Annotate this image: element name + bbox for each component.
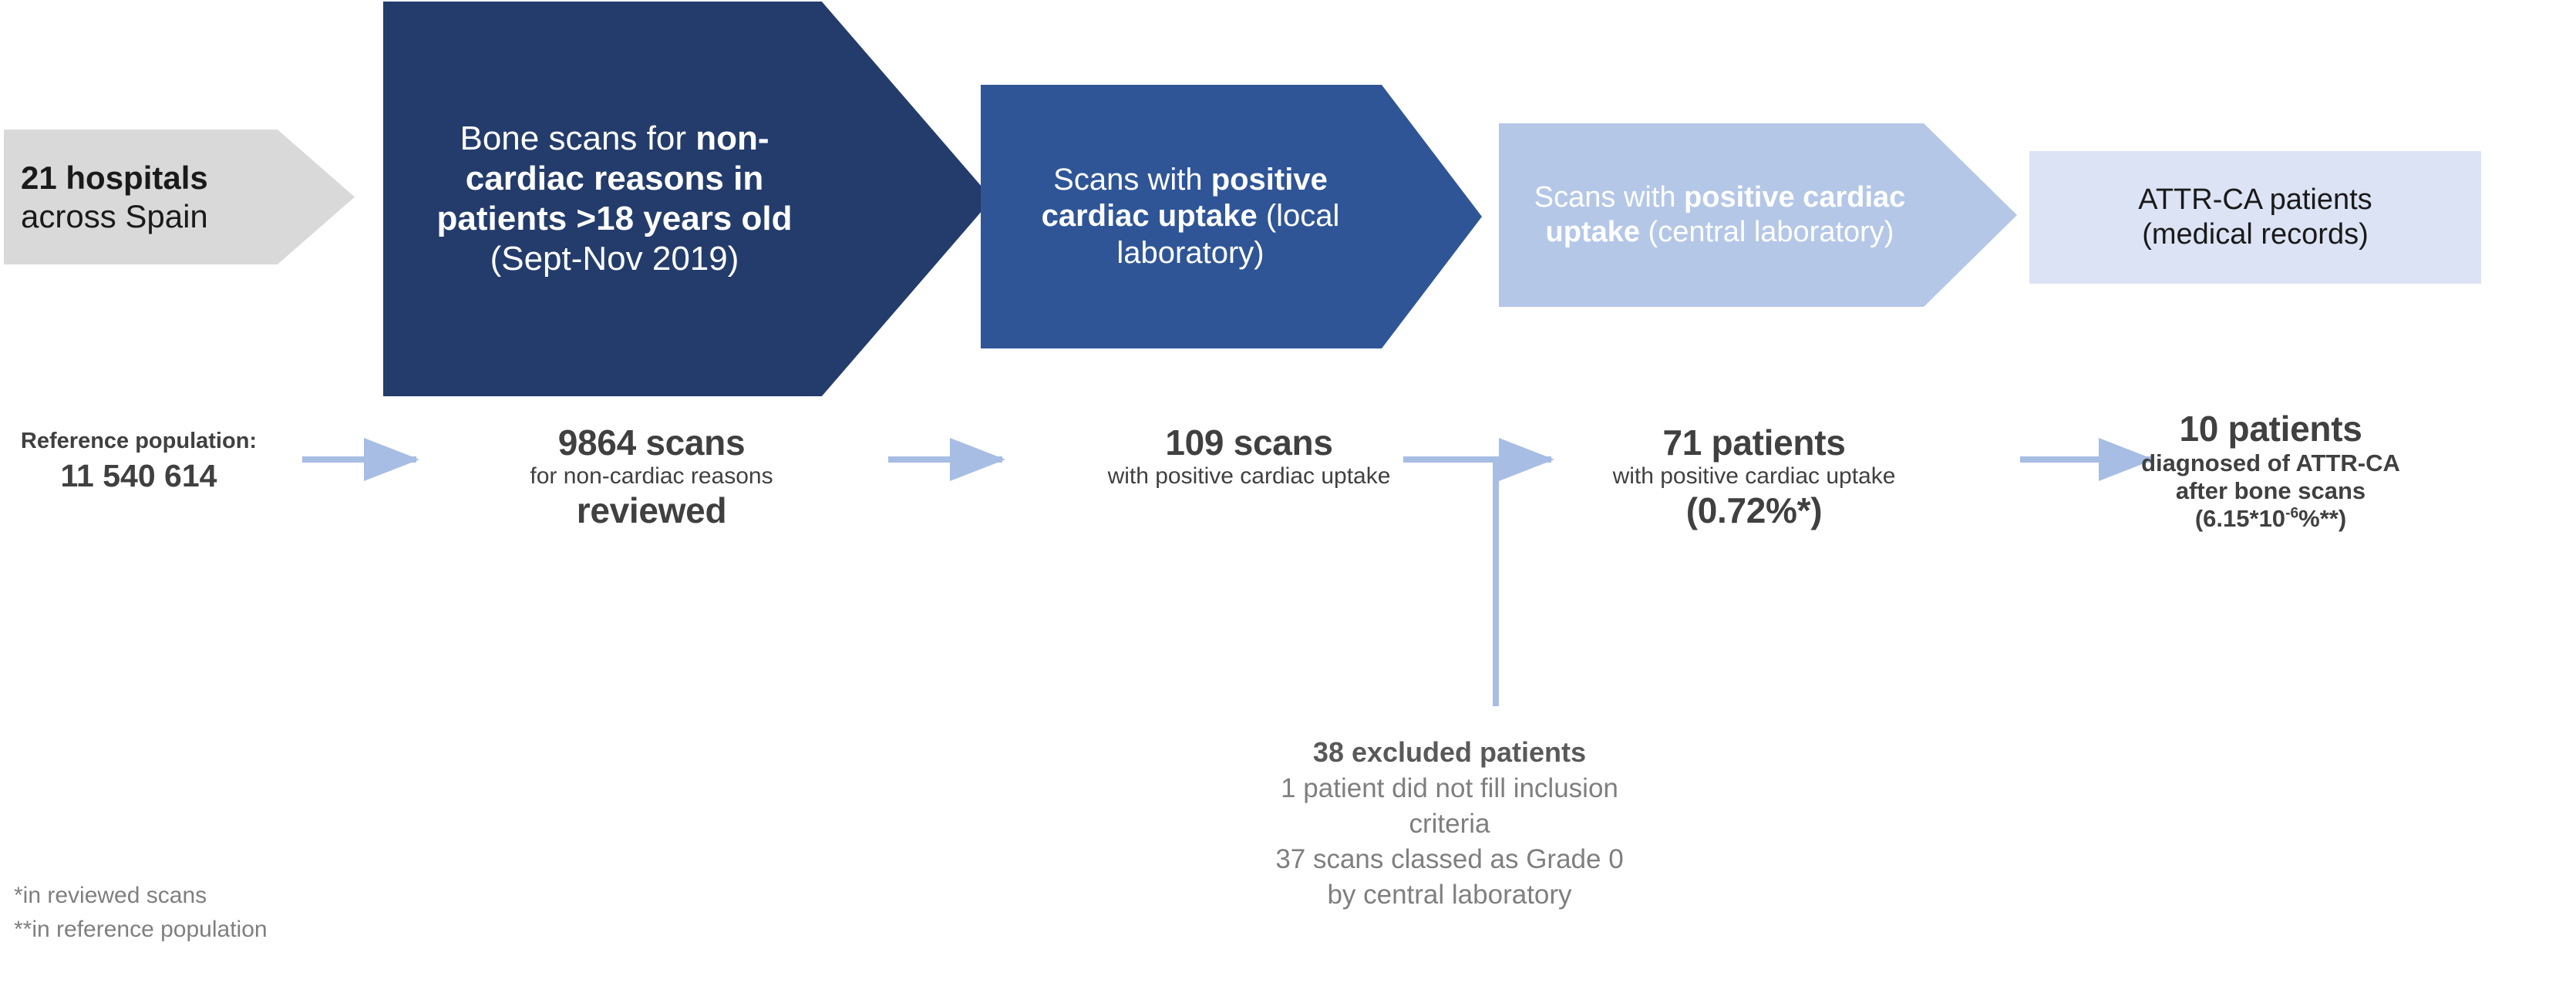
stage-central-scans-text-c: (central laboratory) bbox=[1640, 216, 1894, 248]
count-patients-diagnosed-value: 10 patients bbox=[2179, 409, 2362, 449]
stage-central-scans-text-a: Scans with bbox=[1534, 181, 1685, 214]
excluded-line-3: 37 scans classed as Grade 0 bbox=[1275, 843, 1624, 874]
diagnosed-percent-exponent: -6 bbox=[2285, 505, 2299, 522]
excluded-patients-block: 38 excluded patients 1 patient did not f… bbox=[1079, 734, 1820, 913]
count-scans-reviewed-line2: for non-cardiac reasons bbox=[530, 463, 773, 490]
excluded-line-2: criteria bbox=[1409, 808, 1490, 839]
stage-bone-scans-text-c: (Sept-Nov 2019) bbox=[490, 239, 739, 278]
count-scans-reviewed-line3: reviewed bbox=[576, 490, 727, 531]
stage-hospitals: 21 hospitals across Spain bbox=[4, 130, 355, 264]
count-scans-positive-line2: with positive cardiac uptake bbox=[1107, 463, 1391, 490]
stage-central-scans-text-b: positive cardiac uptake bbox=[1545, 181, 1906, 248]
stage-local-scans-text-a: Scans with bbox=[1053, 163, 1211, 197]
count-scans-reviewed-value: 9864 scans bbox=[557, 422, 746, 463]
count-reference-label: Reference population: bbox=[20, 429, 258, 453]
count-reference-population: Reference population: 11 540 614 bbox=[15, 428, 262, 495]
footnote-single-asterisk: *in reviewed scans bbox=[14, 883, 207, 908]
count-patients-diagnosed-line3: after bone scans bbox=[2175, 477, 2366, 505]
count-patients-diagnosed-line4: (6.15*10-6%**) bbox=[2036, 505, 2506, 533]
stage-local-scans-text-c: (local laboratory) bbox=[1116, 199, 1340, 270]
count-patients-positive: 71 patients with positive cardiac uptake… bbox=[1523, 422, 1985, 532]
count-scans-reviewed: 9864 scans for non-cardiac reasons revie… bbox=[443, 422, 860, 532]
stage-hospitals-line1: 21 hospitals bbox=[21, 159, 208, 196]
stage-bone-scans-text-a: Bone scans for bbox=[460, 119, 696, 158]
stage-hospitals-line2: across Spain bbox=[21, 197, 208, 234]
count-scans-positive-value: 109 scans bbox=[1165, 422, 1333, 463]
stage-local-scans-text-b: positive cardiac uptake bbox=[1041, 163, 1328, 234]
count-patients-positive-value: 71 patients bbox=[1662, 422, 1846, 463]
excluded-line-1: 1 patient did not fill inclusion bbox=[1281, 772, 1618, 803]
stage-attr-ca-line2: (medical records) bbox=[2142, 218, 2369, 251]
stage-attr-ca-line1: ATTR-CA patients bbox=[2138, 183, 2372, 217]
stage-central-scans: Scans with positive cardiac uptake (cent… bbox=[1499, 123, 2017, 307]
diagnosed-percent-prefix: (6.15*10 bbox=[2194, 505, 2286, 533]
stage-attr-ca: ATTR-CA patients (medical records) bbox=[2029, 151, 2481, 284]
stage-local-scans: Scans with positive cardiac uptake (loca… bbox=[981, 85, 1482, 348]
count-patients-positive-line2: with positive cardiac uptake bbox=[1612, 463, 1896, 490]
excluded-title: 38 excluded patients bbox=[1312, 736, 1587, 768]
count-patients-diagnosed: 10 patients diagnosed of ATTR-CA after b… bbox=[2036, 409, 2506, 533]
count-reference-value: 11 540 614 bbox=[60, 458, 217, 494]
count-scans-positive: 109 scans with positive cardiac uptake bbox=[1025, 422, 1473, 490]
excluded-line-4: by central laboratory bbox=[1327, 880, 1572, 910]
diagnosed-percent-suffix: %**) bbox=[2298, 505, 2347, 533]
footnote-double-asterisk: **in reference population bbox=[14, 916, 268, 942]
count-patients-positive-line3: (0.72%*) bbox=[1685, 490, 1823, 531]
stage-bone-scans-text-b: non-cardiac reasons in patients >18 year… bbox=[436, 119, 793, 237]
count-patients-diagnosed-line2: diagnosed of ATTR-CA bbox=[2141, 449, 2400, 477]
footnotes: *in reviewed scans **in reference popula… bbox=[14, 879, 492, 946]
